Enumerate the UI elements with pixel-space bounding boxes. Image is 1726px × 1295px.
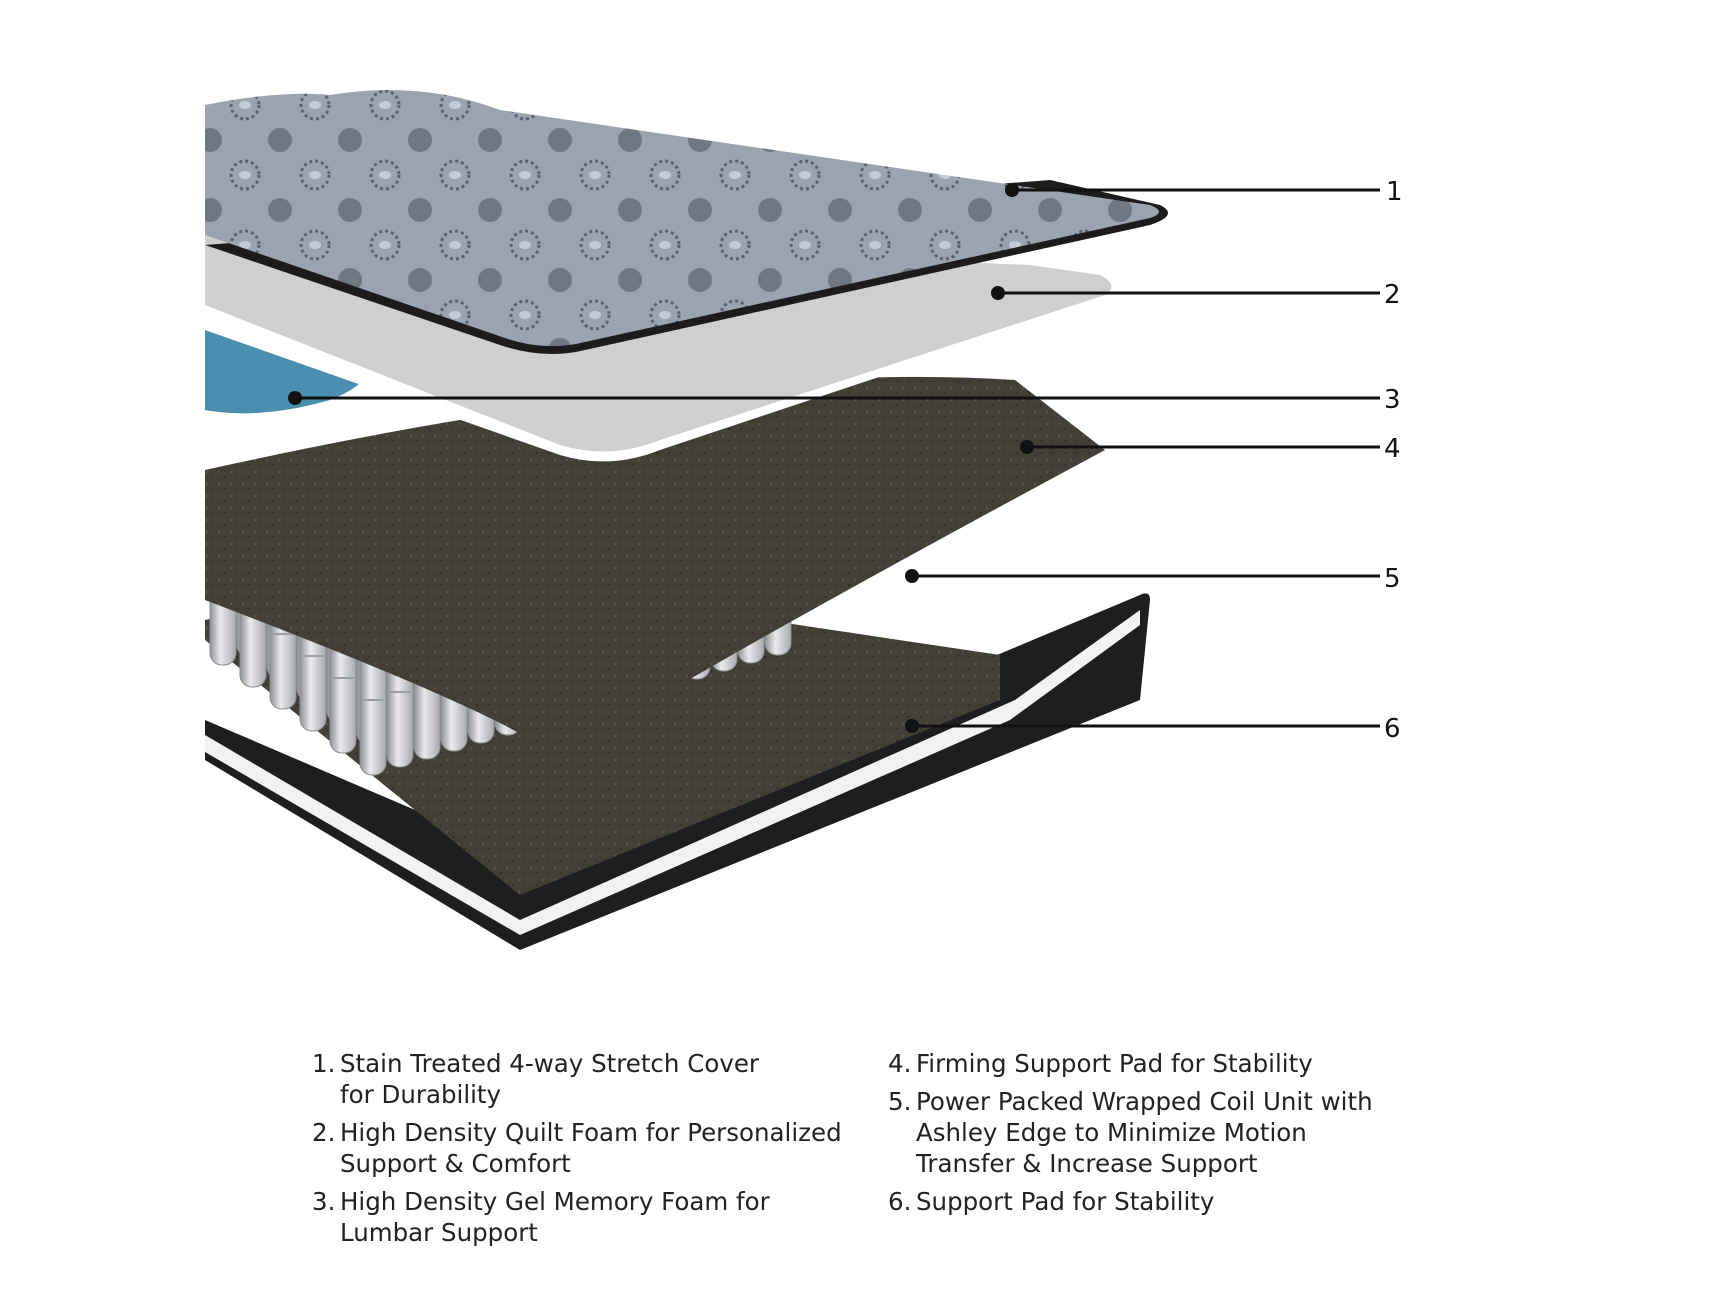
callout-lines [295, 188, 1380, 728]
base-layer [205, 593, 1150, 950]
legend-text: High Density Gel Memory Foam for Lumbar … [340, 1187, 770, 1247]
legend-number: 3. [312, 1187, 336, 1216]
gel-memory-foam [205, 330, 366, 414]
legend-item-4: 4. Firming Support Pad for Stability [888, 1048, 1428, 1079]
legend-text: Power Packed Wrapped Coil Unit with Ashl… [916, 1087, 1373, 1178]
callout-number-5: 5 [1384, 564, 1401, 594]
mattress-layers-diagram [205, 90, 1380, 950]
callout-dot-1 [1005, 183, 1019, 197]
legend-item-2: 2. High Density Quilt Foam for Personali… [312, 1117, 872, 1179]
legend-text: Stain Treated 4-way Stretch Cover for Du… [340, 1049, 759, 1109]
callout-number-2: 2 [1384, 280, 1401, 310]
callout-dot-3 [288, 391, 302, 405]
callout-dot-6 [905, 719, 919, 733]
legend-number: 4. [888, 1049, 912, 1078]
legend-left-column: 1. Stain Treated 4-way Stretch Cover for… [312, 1048, 872, 1255]
callout-number-1: 1 [1386, 177, 1403, 207]
legend-text: High Density Quilt Foam for Personalized… [340, 1118, 842, 1178]
legend-text: Firming Support Pad for Stability [916, 1049, 1313, 1078]
callout-dot-4 [1020, 440, 1034, 454]
legend-text: Support Pad for Stability [916, 1187, 1215, 1216]
legend-number: 5. [888, 1087, 912, 1116]
legend-item-1: 1. Stain Treated 4-way Stretch Cover for… [312, 1048, 872, 1110]
callout-dot-5 [905, 569, 919, 583]
stretch-cover [205, 90, 1168, 354]
callout-number-3: 3 [1384, 385, 1401, 415]
legend-right-column: 4. Firming Support Pad for Stability 5. … [888, 1048, 1428, 1224]
legend-number: 1. [312, 1049, 336, 1078]
support-pad-upper [205, 376, 1105, 760]
legend-item-3: 3. High Density Gel Memory Foam for Lumb… [312, 1186, 872, 1248]
legend-number: 6. [888, 1187, 912, 1216]
callout-number-4: 4 [1384, 434, 1401, 464]
legend-item-5: 5. Power Packed Wrapped Coil Unit with A… [888, 1086, 1428, 1179]
legend-item-6: 6. Support Pad for Stability [888, 1186, 1428, 1217]
callout-dot-2 [991, 286, 1005, 300]
callout-number-6: 6 [1384, 714, 1401, 744]
callout-dots [288, 183, 1034, 733]
legend-number: 2. [312, 1118, 336, 1147]
